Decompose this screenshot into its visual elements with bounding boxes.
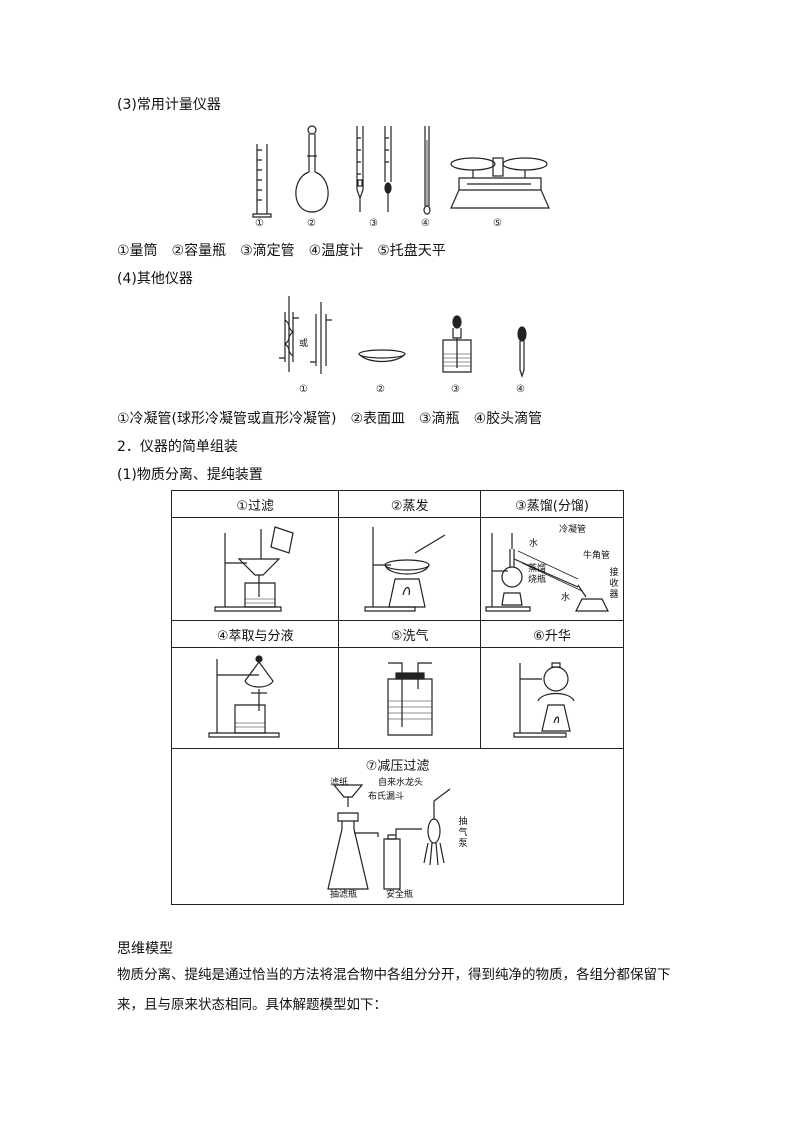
burette-icon (356, 126, 392, 212)
buchner-funnel-label: 布氏漏斗 (368, 792, 405, 802)
dropper-icon (517, 326, 527, 378)
table-image-row: 冷凝管 水 牛角管 蒸馏烧瓶 水 接收器 (170, 517, 624, 621)
assembly-heading: 2．仪器的简单组装 (117, 439, 238, 455)
table-image-row-2 (170, 647, 624, 749)
other-caption: ①冷凝管(球形冷凝管或直形冷凝管) ②表面皿 ③滴瓶 ④胶头滴管 (117, 411, 543, 427)
faucet-label: 自来水龙头 (378, 778, 424, 788)
adapter-label: 牛角管 (583, 551, 611, 561)
watch-glass-icon (358, 349, 406, 363)
thinking-body: 物质分离、提纯是通过恰当的方法将混合物中各组分分开，得到纯净的物质，各组分都保留… (117, 967, 671, 1013)
condenser-icon (279, 296, 332, 374)
distillation-apparatus-icon (485, 533, 609, 612)
table-header-row-2: ④萃取与分液 ⑤洗气 ⑥升华 (170, 620, 624, 648)
balance-icon (450, 157, 550, 209)
table-header-row: ①过滤 ②蒸发 ③蒸馏(分馏) (170, 490, 624, 518)
condenser-label: 冷凝管 (559, 525, 587, 535)
evaporation-apparatus-icon (364, 527, 446, 612)
distillation-title: ③蒸馏(分馏) (480, 490, 624, 518)
evaporation-title: ②蒸发 (338, 490, 482, 518)
sublimation-cell (480, 647, 624, 749)
or-label: 或 (299, 339, 309, 349)
sublimation-title: ⑥升华 (480, 620, 624, 648)
measuring-instruments-figure: ① ② ③ ④ ⑤ (245, 120, 555, 235)
vacuum-filtration-cell: ⑦减压过滤 滤纸 布氏漏斗 自来水龙头 抽气泵 (171, 748, 624, 905)
measure-caption: ①量筒 ②容量瓶 ③滴定管 ④温度计 ⑤托盘天平 (117, 243, 446, 259)
vacuum-filtration-title: ⑦减压过滤 (365, 759, 430, 774)
other-number-3: ③ (451, 384, 460, 395)
measuring-instruments-drawing (252, 125, 550, 218)
other-number-1: ① (299, 384, 308, 395)
water-in-label: 水 (529, 539, 539, 549)
other-heading: (4)其他仪器 (117, 271, 193, 287)
filter-paper-label: 滤纸 (330, 778, 349, 788)
vacuum-filtration-apparatus-icon (327, 784, 451, 890)
measure-number-2: ② (307, 218, 316, 229)
graduated-cylinder-icon (252, 144, 272, 218)
evaporation-cell (338, 517, 482, 621)
pump-label: 抽气泵 (458, 817, 468, 849)
other-number-4: ④ (516, 384, 525, 395)
thermometer-icon (423, 126, 431, 215)
apparatus-table: ①过滤 ②蒸发 ③蒸馏(分馏) (170, 490, 624, 905)
measure-number-5: ⑤ (493, 218, 502, 229)
other-number-2: ② (376, 384, 385, 395)
measure-number-1: ① (255, 218, 264, 229)
table-vacuum-row: ⑦减压过滤 滤纸 布氏漏斗 自来水龙头 抽气泵 (171, 748, 624, 905)
suction-flask-label: 抽滤瓶 (330, 890, 358, 900)
separatory-funnel-icon (208, 655, 280, 738)
dropping-bottle-icon (442, 315, 472, 373)
extraction-title: ④萃取与分液 (170, 620, 340, 648)
distillation-cell: 冷凝管 水 牛角管 蒸馏烧瓶 水 接收器 (480, 517, 624, 621)
measure-heading: (3)常用计量仪器 (117, 97, 221, 113)
extraction-cell (170, 647, 340, 749)
gas-washing-cell (338, 647, 482, 749)
gas-washing-bottle-icon (387, 662, 433, 736)
volumetric-flask-icon (295, 125, 329, 213)
other-instruments-figure: 或 ① ② ③ ④ (275, 292, 545, 400)
filtration-title: ①过滤 (170, 490, 340, 518)
filtration-cell (170, 517, 340, 621)
other-instruments-drawing (279, 296, 527, 378)
measure-number-3: ③ (369, 218, 378, 229)
flask-label: 蒸馏烧瓶 (528, 564, 547, 585)
receiver-label: 接收器 (609, 568, 619, 600)
separation-heading: (1)物质分离、提纯装置 (117, 467, 263, 483)
thinking-heading: 思维模型 (117, 941, 173, 957)
gas-washing-title: ⑤洗气 (338, 620, 482, 648)
filtration-apparatus-icon (214, 526, 294, 612)
measure-number-4: ④ (421, 218, 430, 229)
water-out-label: 水 (561, 593, 571, 603)
safety-bottle-label: 安全瓶 (386, 890, 414, 900)
sublimation-apparatus-icon (513, 662, 575, 738)
